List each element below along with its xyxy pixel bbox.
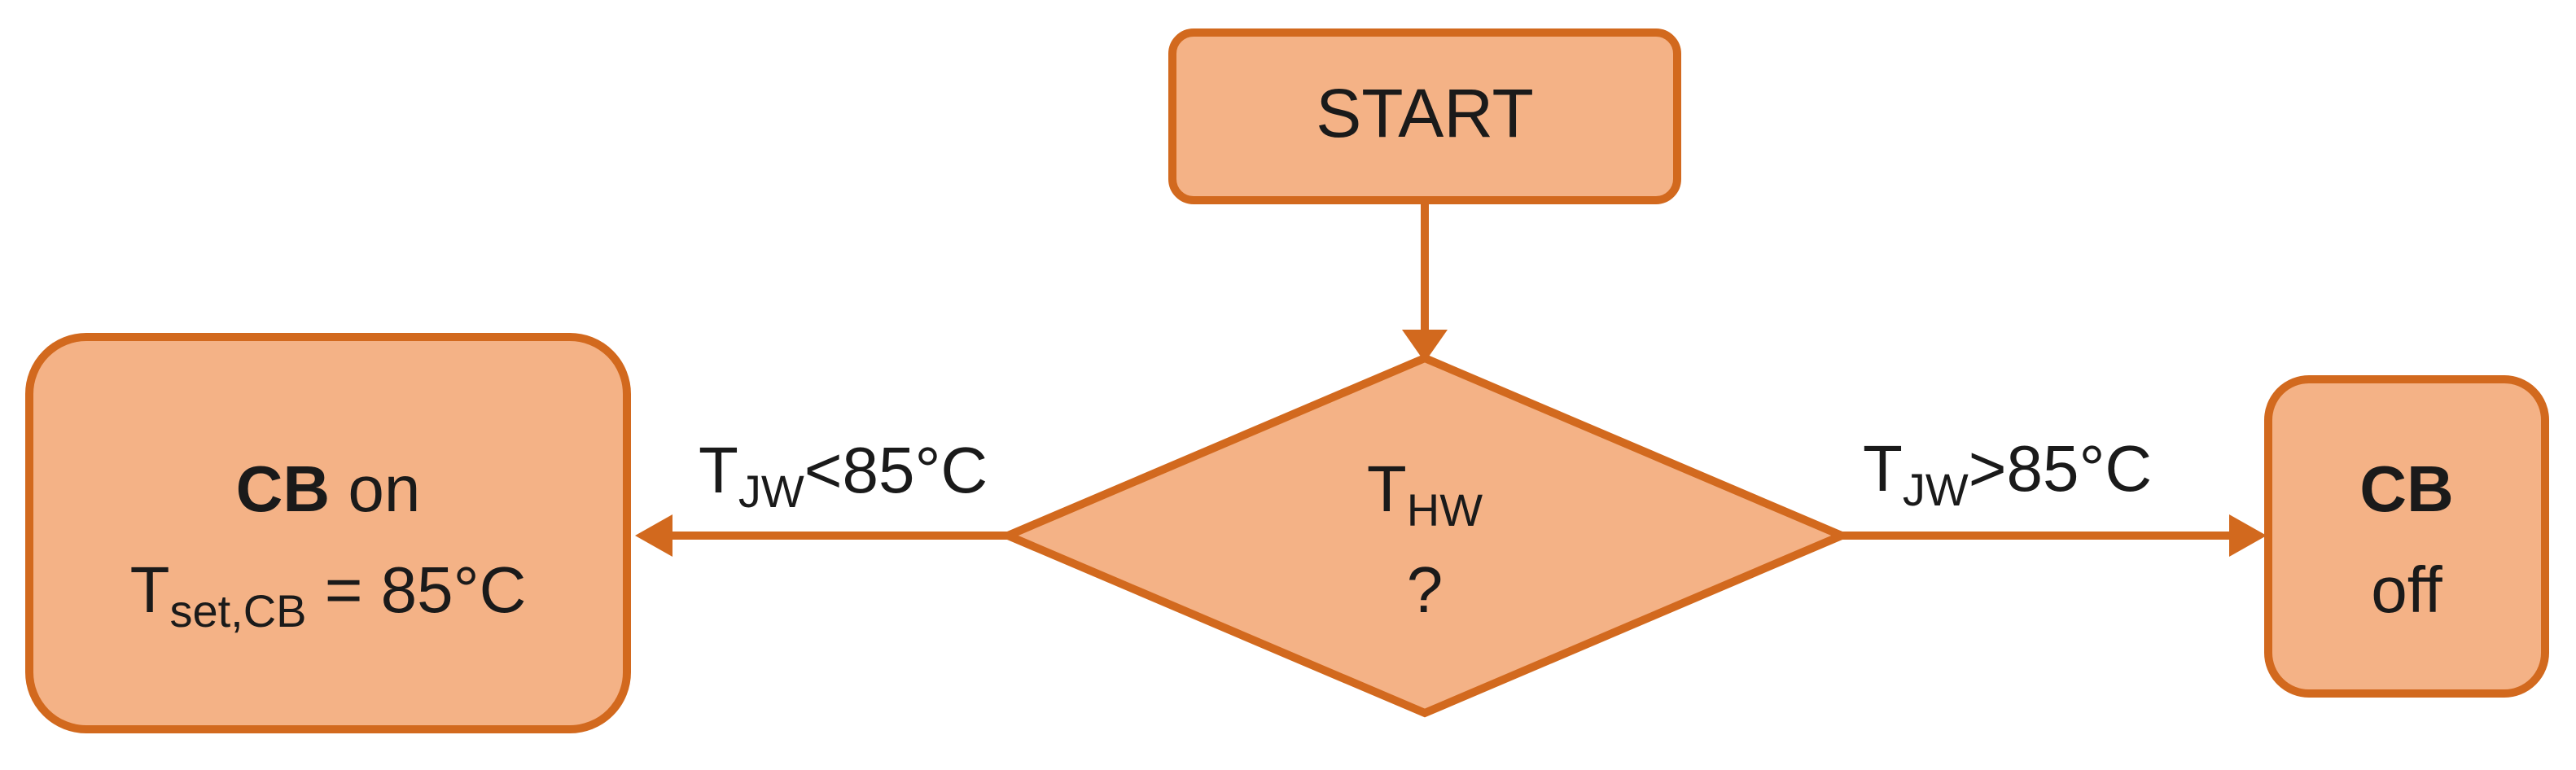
cb-off-state-label: off — [2371, 553, 2442, 626]
arrow-decision-to-cb-on: TJW<85°C — [635, 434, 1008, 557]
cb-on-box — [25, 333, 631, 733]
cb-off-node: CB off — [2264, 375, 2549, 698]
arrowhead-left-icon — [635, 514, 672, 557]
start-label: START — [1316, 75, 1534, 151]
arrowhead-right-icon — [2229, 514, 2267, 557]
cb-on-setpoint-label: Tset,CB = 85°C — [130, 553, 527, 637]
arrowhead-down-icon — [1402, 330, 1448, 362]
decision-node: THW ? — [997, 353, 1852, 718]
start-box — [1168, 28, 1681, 204]
decision-variable: THW — [1367, 453, 1483, 536]
right-condition-label: TJW>85°C — [1863, 432, 2152, 515]
cb-off-box — [2264, 375, 2549, 698]
decision-diamond — [997, 353, 1852, 718]
cb-off-device-label: CB — [2359, 453, 2454, 525]
start-node: START — [1168, 28, 1681, 204]
left-condition-label: TJW<85°C — [699, 434, 988, 517]
cb-on-state-label: CB on — [236, 453, 421, 525]
arrow-decision-to-cb-off: TJW>85°C — [1842, 432, 2267, 557]
decision-question: ? — [1407, 553, 1444, 626]
cb-on-node: CB on Tset,CB = 85°C — [25, 333, 631, 733]
arrow-start-to-decision — [1402, 203, 1448, 362]
